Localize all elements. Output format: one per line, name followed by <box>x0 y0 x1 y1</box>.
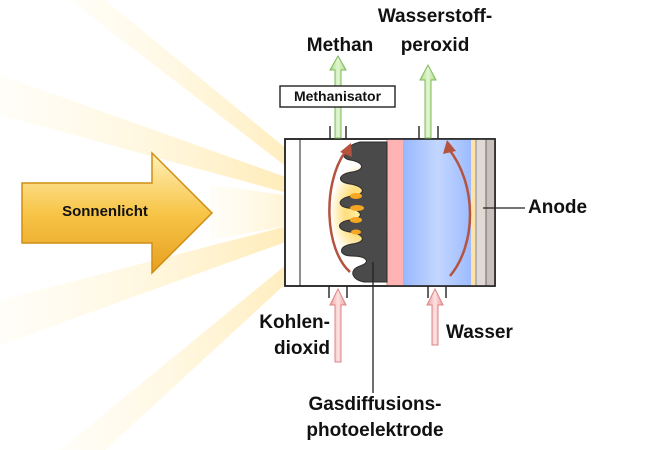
peroxide-port <box>418 126 439 139</box>
circulation-arrowhead <box>340 143 352 157</box>
circulation-arrows <box>328 147 472 277</box>
anode-plate <box>475 138 487 287</box>
sun-ray <box>60 214 355 450</box>
water-label: Wasser <box>446 322 513 343</box>
electrode-label-line1: Gasdiffusions- <box>308 394 442 415</box>
co2-port <box>328 286 348 298</box>
circulation-arrow-icon <box>328 151 351 273</box>
peroxide-label-line2: peroxid <box>400 35 470 56</box>
catalyst-spot <box>350 205 364 211</box>
sunlight-label: Sonnenlicht <box>62 203 148 220</box>
co2-label-line2: dioxid <box>274 338 330 359</box>
sun-ray <box>0 210 352 345</box>
inlet-arrow-icon <box>426 287 444 346</box>
methanizer-box <box>279 85 396 108</box>
reactor-outline <box>284 138 496 287</box>
gas-diffusion-photoelectrode <box>339 141 388 283</box>
catalyst-spots <box>350 193 364 235</box>
sun-rays <box>0 0 355 450</box>
methane-port <box>329 126 347 139</box>
anode-backplate <box>485 138 496 287</box>
electrode-label-line2: photoelektrode <box>306 420 444 441</box>
co2-label-line1: Kohlen- <box>259 312 330 333</box>
catalyst-spot <box>350 193 362 199</box>
catalyst-spot <box>351 229 361 235</box>
water-port <box>427 286 447 298</box>
anode-strip <box>471 139 476 286</box>
methane-label: Methan <box>306 35 374 56</box>
methanizer-label: Methanisator <box>293 88 382 104</box>
sun-ray <box>0 75 350 210</box>
sun-ray <box>70 0 355 212</box>
circulation-arrowhead <box>443 140 456 154</box>
peroxide-label-line1: Wasserstoff- <box>377 6 493 27</box>
catholyte-chamber <box>404 139 471 286</box>
anode-label: Anode <box>528 197 588 218</box>
outlet-arrow-icon <box>419 63 437 139</box>
sun-arrow-icon <box>21 151 214 275</box>
catalyst-spot <box>350 217 362 223</box>
inlet-arrow-icon <box>329 287 347 363</box>
sun-ray <box>210 185 352 240</box>
circulation-arrow-icon <box>447 147 472 277</box>
